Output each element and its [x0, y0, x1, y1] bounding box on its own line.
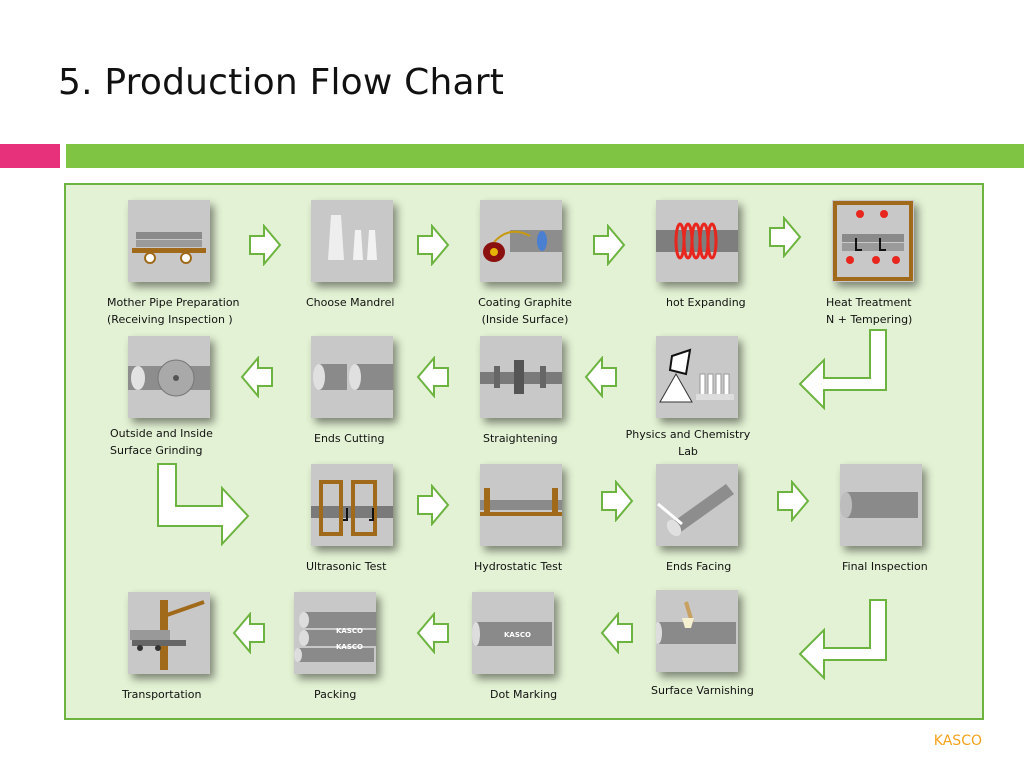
step-image-ultrasonic — [311, 464, 393, 546]
svg-text:KASCO: KASCO — [336, 627, 363, 635]
accent-bar-pink — [0, 144, 60, 168]
flow-arrow-bent-down-left — [798, 329, 887, 410]
svg-text:KASCO: KASCO — [336, 643, 363, 651]
flow-arrow-right — [593, 224, 626, 266]
step-image-heat-treatment — [832, 200, 914, 282]
flow-arrow-right — [417, 224, 450, 266]
flow-arrow-left — [600, 612, 633, 654]
step-image-ends-facing — [656, 464, 738, 546]
step-image-final-inspection — [840, 464, 922, 546]
step-label-surface-varnishing: Surface Varnishing — [651, 684, 754, 697]
step-image-ends-cutting — [311, 336, 393, 418]
step-label-dot-marking: Dot Marking — [490, 688, 558, 701]
svg-text:KASCO: KASCO — [504, 631, 531, 639]
step-label-packing: Packing — [314, 688, 357, 701]
step-image-mother-pipe — [128, 200, 210, 282]
flow-arrow-right — [249, 224, 282, 266]
step-image-grinding — [128, 336, 210, 418]
flow-arrow-left — [240, 356, 273, 398]
flow-arrow-right — [417, 484, 450, 526]
flow-arrow-left — [232, 612, 265, 654]
flow-arrow-left — [416, 356, 449, 398]
step-label-final-inspection: Final Inspection — [842, 560, 928, 573]
step-image-straightening — [480, 336, 562, 418]
step-label-hydrostatic: Hydrostatic Test — [474, 560, 563, 573]
step-image-surface-varnishing — [656, 590, 738, 672]
flow-arrow-left — [584, 356, 617, 398]
step-image-hot-expanding — [656, 200, 738, 282]
flow-arrow-left — [416, 612, 449, 654]
flow-arrow-bent-down-left — [798, 599, 887, 680]
step-label-ends-cutting: Ends Cutting — [314, 432, 385, 445]
page-title: 5. Production Flow Chart — [58, 62, 505, 103]
step-image-dot-marking: KASCO — [472, 592, 554, 674]
step-label-transportation: Transportation — [122, 688, 202, 701]
step-label-choose-mandrel: Choose Mandrel — [306, 296, 395, 309]
step-image-packing: KASCO KASCO — [294, 592, 376, 674]
step-image-physics-lab — [656, 336, 738, 418]
step-image-hydrostatic — [480, 464, 562, 546]
flow-arrow-right — [601, 480, 634, 522]
step-label-coating-graphite: Coating Graphite(Inside Surface) — [478, 296, 572, 326]
flow-arrow-right — [769, 216, 802, 258]
step-label-straightening: Straightening — [483, 432, 558, 445]
brand-logo-text: KASCO — [933, 733, 982, 749]
step-label-ends-facing: Ends Facing — [666, 560, 732, 573]
step-label-hot-expanding: hot Expanding — [666, 296, 746, 309]
step-image-mandrel — [311, 200, 393, 282]
accent-bar-green — [66, 144, 1024, 168]
step-label-ultrasonic: Ultrasonic Test — [306, 560, 387, 573]
flow-arrow-right — [777, 480, 810, 522]
step-label-mother-pipe: Mother Pipe Preparation(Receiving Inspec… — [107, 296, 240, 326]
step-image-transportation — [128, 592, 210, 674]
flow-arrow-bent-down-right — [157, 463, 250, 546]
step-image-coating — [480, 200, 562, 282]
